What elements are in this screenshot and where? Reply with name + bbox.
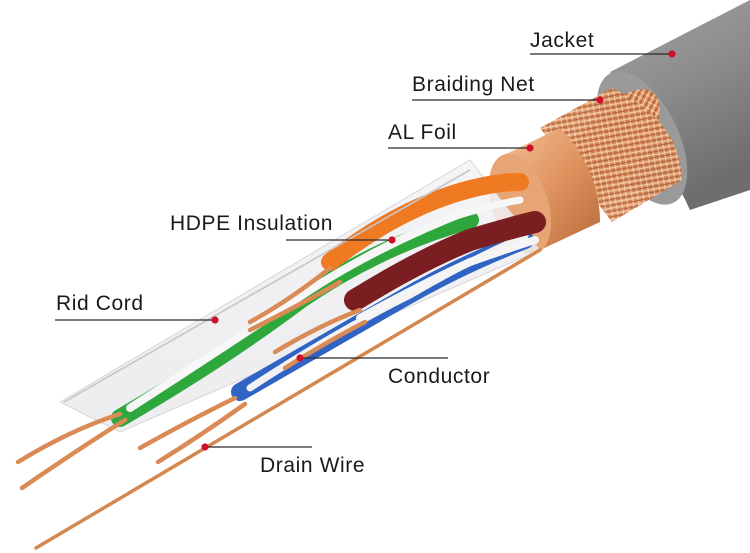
dot-hdpe-insulation (388, 236, 396, 244)
label-hdpe-insulation: HDPE Insulation (170, 212, 334, 235)
brown-pair (344, 211, 546, 311)
drain-wire (34, 248, 542, 550)
dot-jacket (668, 50, 676, 58)
rip-cord (63, 169, 471, 403)
dot-braiding-net (596, 96, 604, 104)
label-rid-cord: Rid Cord (56, 292, 144, 315)
label-jacket: Jacket (530, 29, 595, 52)
copper-conductors (15, 265, 368, 491)
label-al-foil: AL Foil (388, 121, 457, 144)
orange-pair (321, 173, 529, 271)
label-conductor: Conductor (388, 365, 491, 388)
label-drain-wire: Drain Wire (260, 454, 366, 477)
dot-rid-cord (211, 316, 219, 324)
dot-al-foil (526, 144, 534, 152)
dot-drain-wire (201, 443, 209, 451)
leader-lines (55, 53, 672, 448)
dot-conductor (296, 354, 304, 362)
leader-dots (201, 50, 676, 451)
label-braiding-net: Braiding Net (412, 73, 535, 96)
